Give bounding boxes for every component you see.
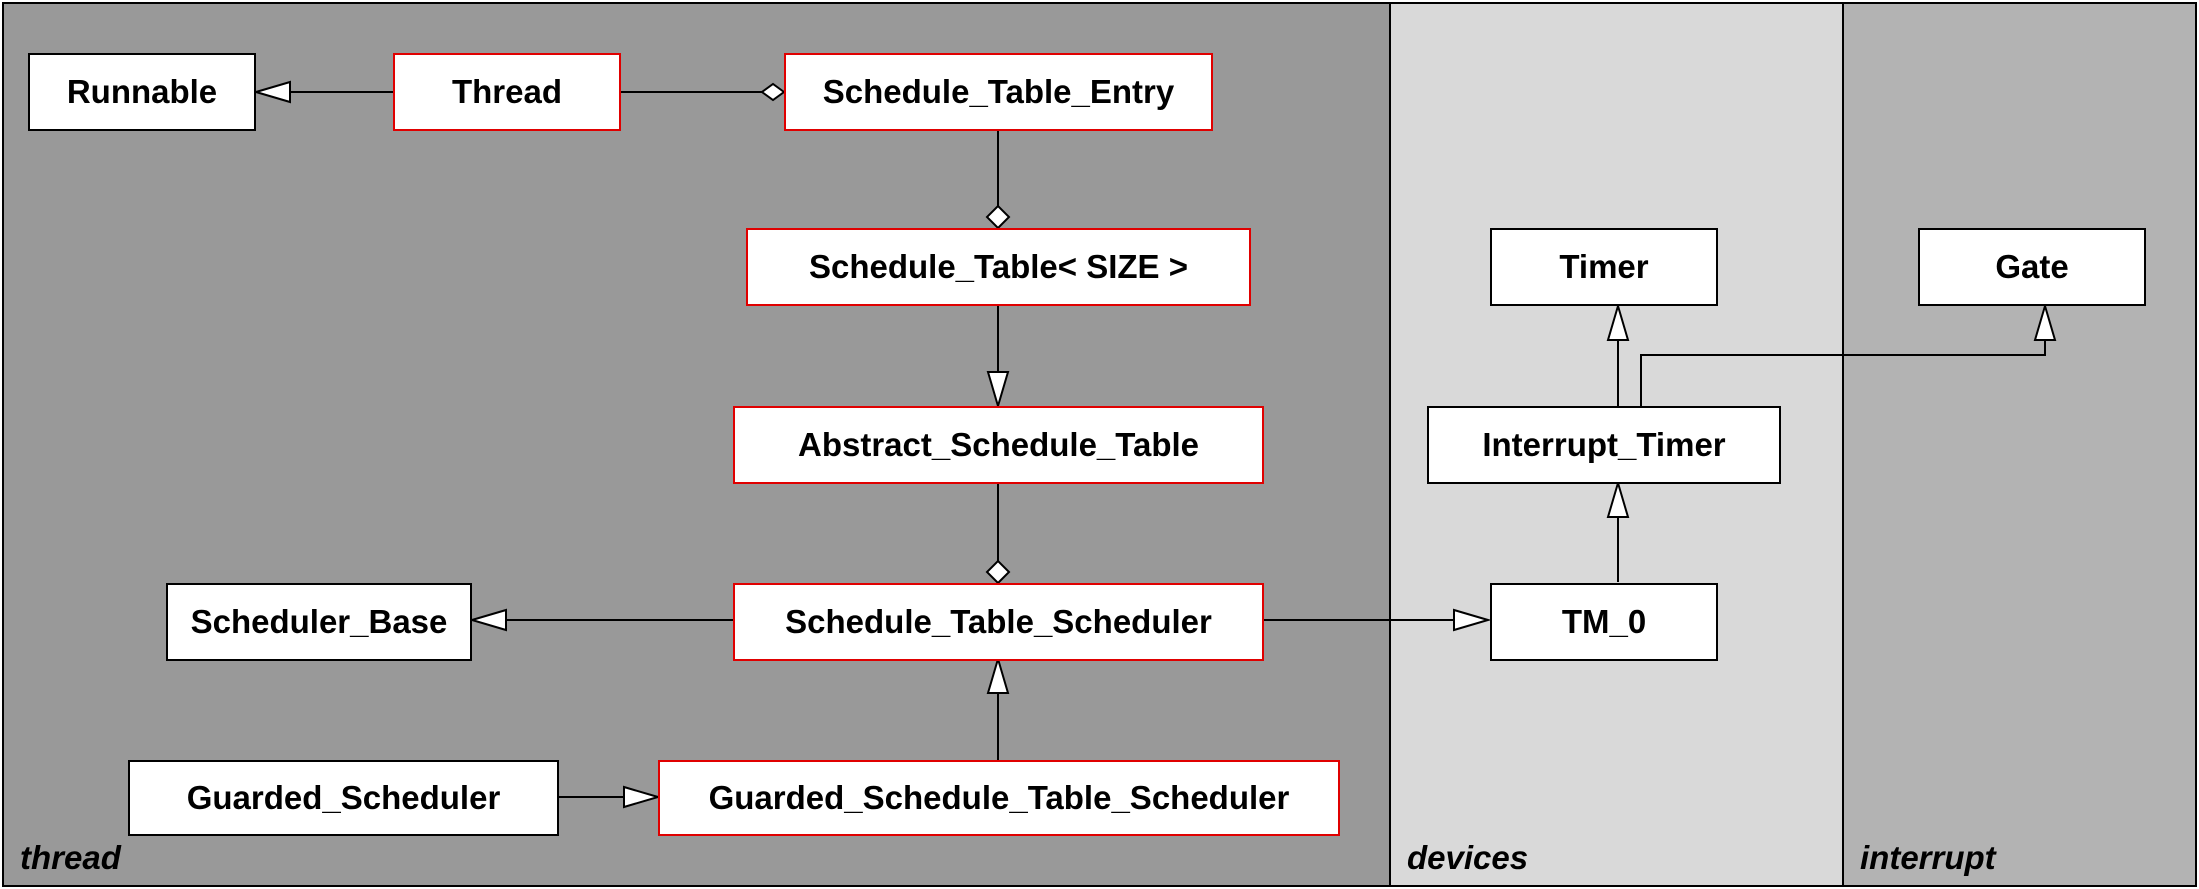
class-abstract-schedule-table[interactable]: Abstract_Schedule_Table bbox=[733, 406, 1264, 484]
class-runnable[interactable]: Runnable bbox=[28, 53, 256, 131]
class-guarded-schedule-table-scheduler[interactable]: Guarded_Schedule_Table_Scheduler bbox=[658, 760, 1340, 836]
class-schedule-table[interactable]: Schedule_Table< SIZE > bbox=[746, 228, 1251, 306]
class-schedule-table-entry[interactable]: Schedule_Table_Entry bbox=[784, 53, 1213, 131]
package-interrupt-label: interrupt bbox=[1860, 839, 1996, 876]
package-interrupt: interrupt bbox=[1842, 2, 2197, 887]
class-gate[interactable]: Gate bbox=[1918, 228, 2146, 306]
class-scheduler-base[interactable]: Scheduler_Base bbox=[166, 583, 472, 661]
class-schedule-table-scheduler[interactable]: Schedule_Table_Scheduler bbox=[733, 583, 1264, 661]
package-devices-label: devices bbox=[1407, 839, 1529, 876]
class-thread[interactable]: Thread bbox=[393, 53, 621, 131]
class-tm-0[interactable]: TM_0 bbox=[1490, 583, 1718, 661]
class-timer[interactable]: Timer bbox=[1490, 228, 1718, 306]
class-guarded-scheduler[interactable]: Guarded_Scheduler bbox=[128, 760, 559, 836]
package-thread-label: thread bbox=[20, 839, 121, 876]
class-interrupt-timer[interactable]: Interrupt_Timer bbox=[1427, 406, 1781, 484]
